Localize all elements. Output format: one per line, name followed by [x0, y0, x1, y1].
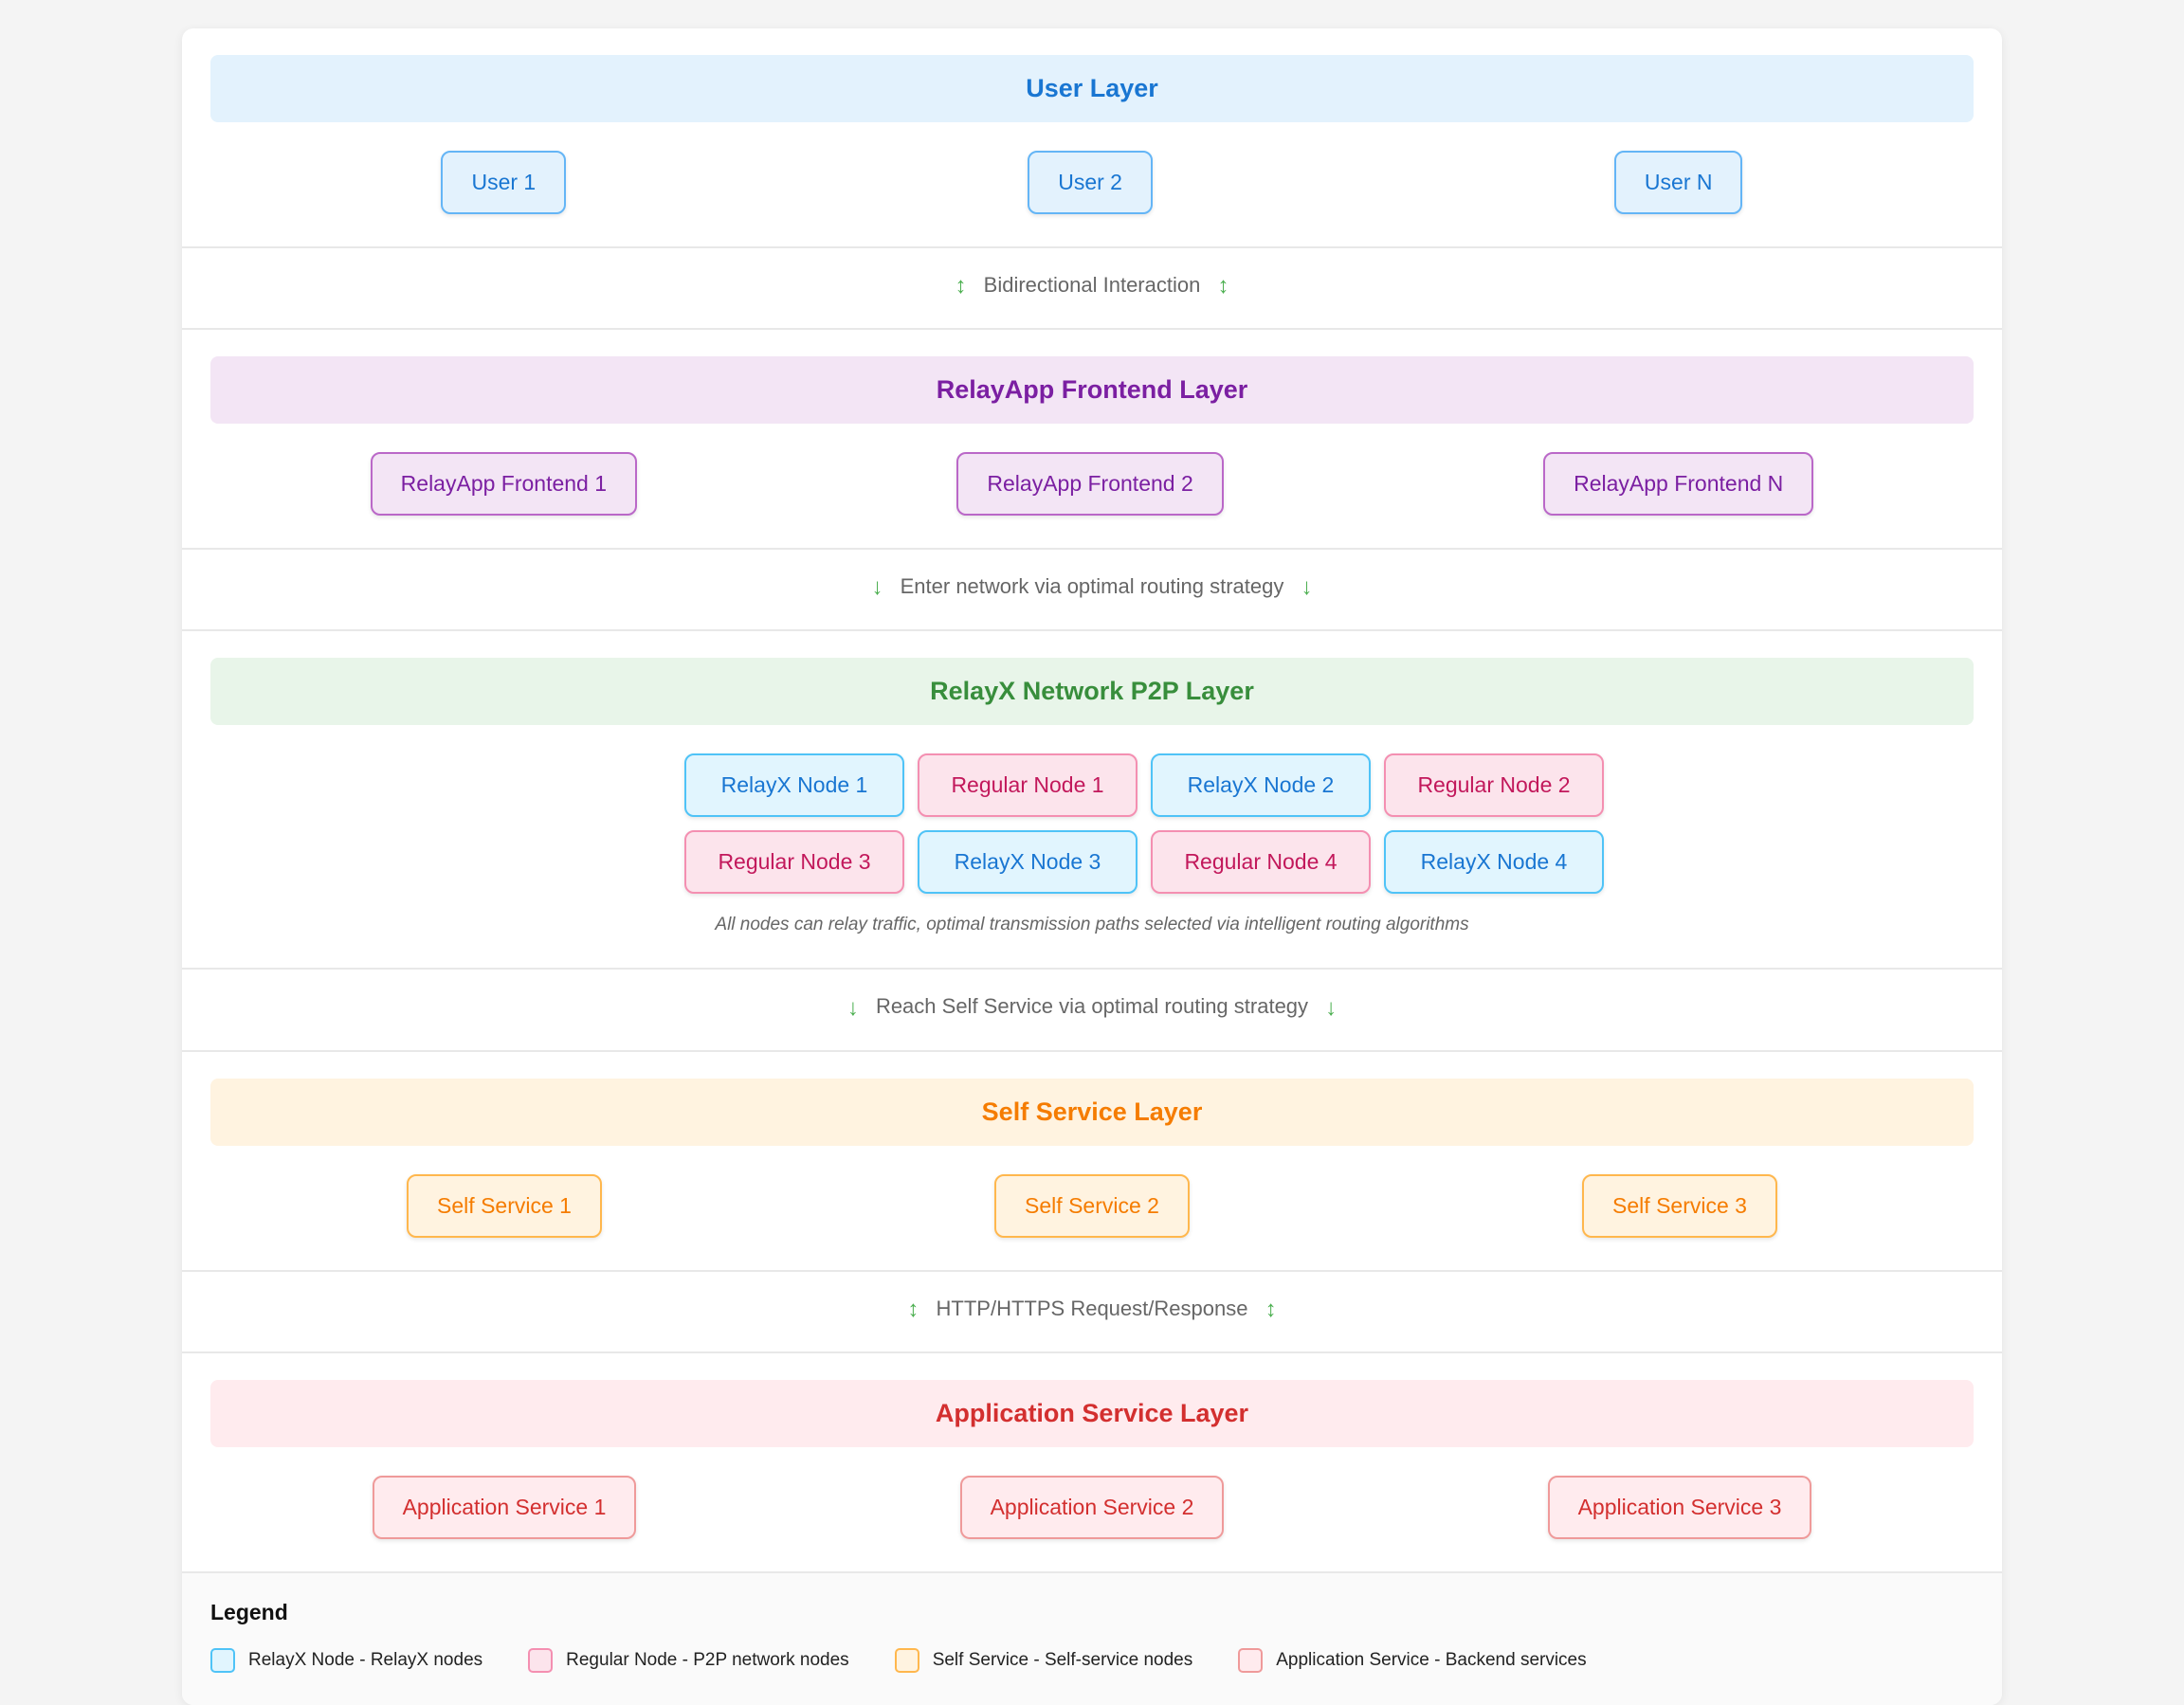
frontend-node-row: RelayApp Frontend 1 RelayApp Frontend 2 … [210, 452, 1974, 517]
node-regular-3[interactable]: Regular Node 3 [684, 830, 904, 895]
node-frontend-n[interactable]: RelayApp Frontend N [1543, 452, 1814, 517]
node-frontend-1[interactable]: RelayApp Frontend 1 [370, 452, 638, 517]
legend-section: Legend RelayX Node - RelayX nodes Regula… [182, 1572, 2002, 1705]
legend-label-relayx-node: RelayX Node - RelayX nodes [248, 1649, 483, 1670]
legend-swatch-relayx-node [210, 1647, 235, 1673]
bidirectional-arrow-icon: ↕ [907, 1296, 919, 1322]
user-node-row: User 1 User 2 User N [210, 151, 1974, 214]
node-self-service-2[interactable]: Self Service 2 [994, 1173, 1190, 1238]
bidirectional-arrow-icon: ↕ [1265, 1296, 1277, 1322]
layer-title-application-service: Application Service Layer [210, 1379, 1974, 1447]
layer-title-self-service: Self Service Layer [210, 1078, 1974, 1146]
bidirectional-arrow-icon: ↕ [955, 273, 967, 299]
p2p-note: All nodes can relay traffic, optimal tra… [715, 915, 1469, 935]
connector-p2p-self: ↓ Reach Self Service via optimal routing… [182, 970, 2002, 1052]
legend-label-self-service: Self Service - Self-service nodes [932, 1649, 1193, 1670]
down-arrow-icon: ↓ [871, 574, 883, 601]
legend-item-relayx-node: RelayX Node - RelayX nodes [210, 1647, 483, 1673]
p2p-node-row-1: RelayX Node 1 Regular Node 1 RelayX Node… [580, 753, 1604, 818]
connector-label: Reach Self Service via optimal routing s… [875, 994, 1309, 1019]
node-application-service-1[interactable]: Application Service 1 [372, 1475, 637, 1539]
layer-title-p2p: RelayX Network P2P Layer [210, 658, 1974, 726]
layer-frontend: RelayApp Frontend Layer RelayApp Fronten… [182, 330, 2002, 551]
connector-label: Bidirectional Interaction [983, 273, 1201, 297]
node-user-2[interactable]: User 2 [1028, 151, 1153, 214]
application-service-node-row: Application Service 1 Application Servic… [210, 1475, 1974, 1539]
node-relayx-4[interactable]: RelayX Node 4 [1384, 830, 1604, 895]
legend-item-regular-node: Regular Node - P2P network nodes [528, 1647, 849, 1673]
node-relayx-3[interactable]: RelayX Node 3 [918, 830, 1138, 895]
node-application-service-2[interactable]: Application Service 2 [959, 1475, 1225, 1539]
node-relayx-2[interactable]: RelayX Node 2 [1151, 753, 1371, 818]
p2p-node-row-2: Regular Node 3 RelayX Node 3 Regular Nod… [580, 830, 1604, 895]
down-arrow-icon: ↓ [1325, 994, 1338, 1021]
legend-item-application-service: Application Service - Backend services [1238, 1647, 1587, 1673]
connector-label: Enter network via optimal routing strate… [900, 574, 1284, 599]
bidirectional-arrow-icon: ↕ [1217, 273, 1229, 299]
node-regular-2[interactable]: Regular Node 2 [1384, 753, 1604, 818]
legend-label-regular-node: Regular Node - P2P network nodes [566, 1649, 849, 1670]
node-regular-4[interactable]: Regular Node 4 [1151, 830, 1371, 895]
connector-frontend-p2p: ↓ Enter network via optimal routing stra… [182, 550, 2002, 632]
legend-swatch-regular-node [528, 1647, 554, 1673]
down-arrow-icon: ↓ [846, 994, 859, 1021]
connector-label: HTTP/HTTPS Request/Response [936, 1296, 1248, 1320]
p2p-node-grid: RelayX Node 1 Regular Node 1 RelayX Node… [210, 753, 1974, 895]
legend-item-list: RelayX Node - RelayX nodes Regular Node … [210, 1647, 1974, 1673]
node-regular-1[interactable]: Regular Node 1 [918, 753, 1138, 818]
node-self-service-3[interactable]: Self Service 3 [1582, 1173, 1777, 1238]
layer-user: User Layer User 1 User 2 User N [182, 28, 2002, 248]
node-application-service-3[interactable]: Application Service 3 [1547, 1475, 1812, 1539]
connector-self-app: ↕ HTTP/HTTPS Request/Response ↕ [182, 1272, 2002, 1353]
connector-user-frontend: ↕ Bidirectional Interaction ↕ [182, 248, 2002, 331]
node-self-service-1[interactable]: Self Service 1 [407, 1173, 602, 1238]
legend-item-self-service: Self Service - Self-service nodes [894, 1647, 1193, 1673]
legend-swatch-application-service [1238, 1647, 1264, 1673]
down-arrow-icon: ↓ [1301, 574, 1313, 601]
legend-label-application-service: Application Service - Backend services [1276, 1649, 1587, 1670]
layer-p2p: RelayX Network P2P Layer RelayX Node 1 R… [182, 631, 2002, 970]
legend-title: Legend [210, 1599, 288, 1624]
node-relayx-1[interactable]: RelayX Node 1 [684, 753, 904, 818]
layer-application-service: Application Service Layer Application Se… [182, 1353, 2002, 1573]
layer-title-frontend: RelayApp Frontend Layer [210, 356, 1974, 425]
node-user-n[interactable]: User N [1613, 151, 1743, 214]
node-user-1[interactable]: User 1 [441, 151, 567, 214]
self-service-node-row: Self Service 1 Self Service 2 Self Servi… [210, 1173, 1974, 1238]
layer-self-service: Self Service Layer Self Service 1 Self S… [182, 1052, 2002, 1272]
legend-swatch-self-service [894, 1647, 919, 1673]
architecture-diagram-card: User Layer User 1 User 2 User N ↕ Bidire… [182, 28, 2002, 1705]
node-frontend-2[interactable]: RelayApp Frontend 2 [956, 452, 1224, 517]
layer-title-user: User Layer [210, 55, 1974, 122]
